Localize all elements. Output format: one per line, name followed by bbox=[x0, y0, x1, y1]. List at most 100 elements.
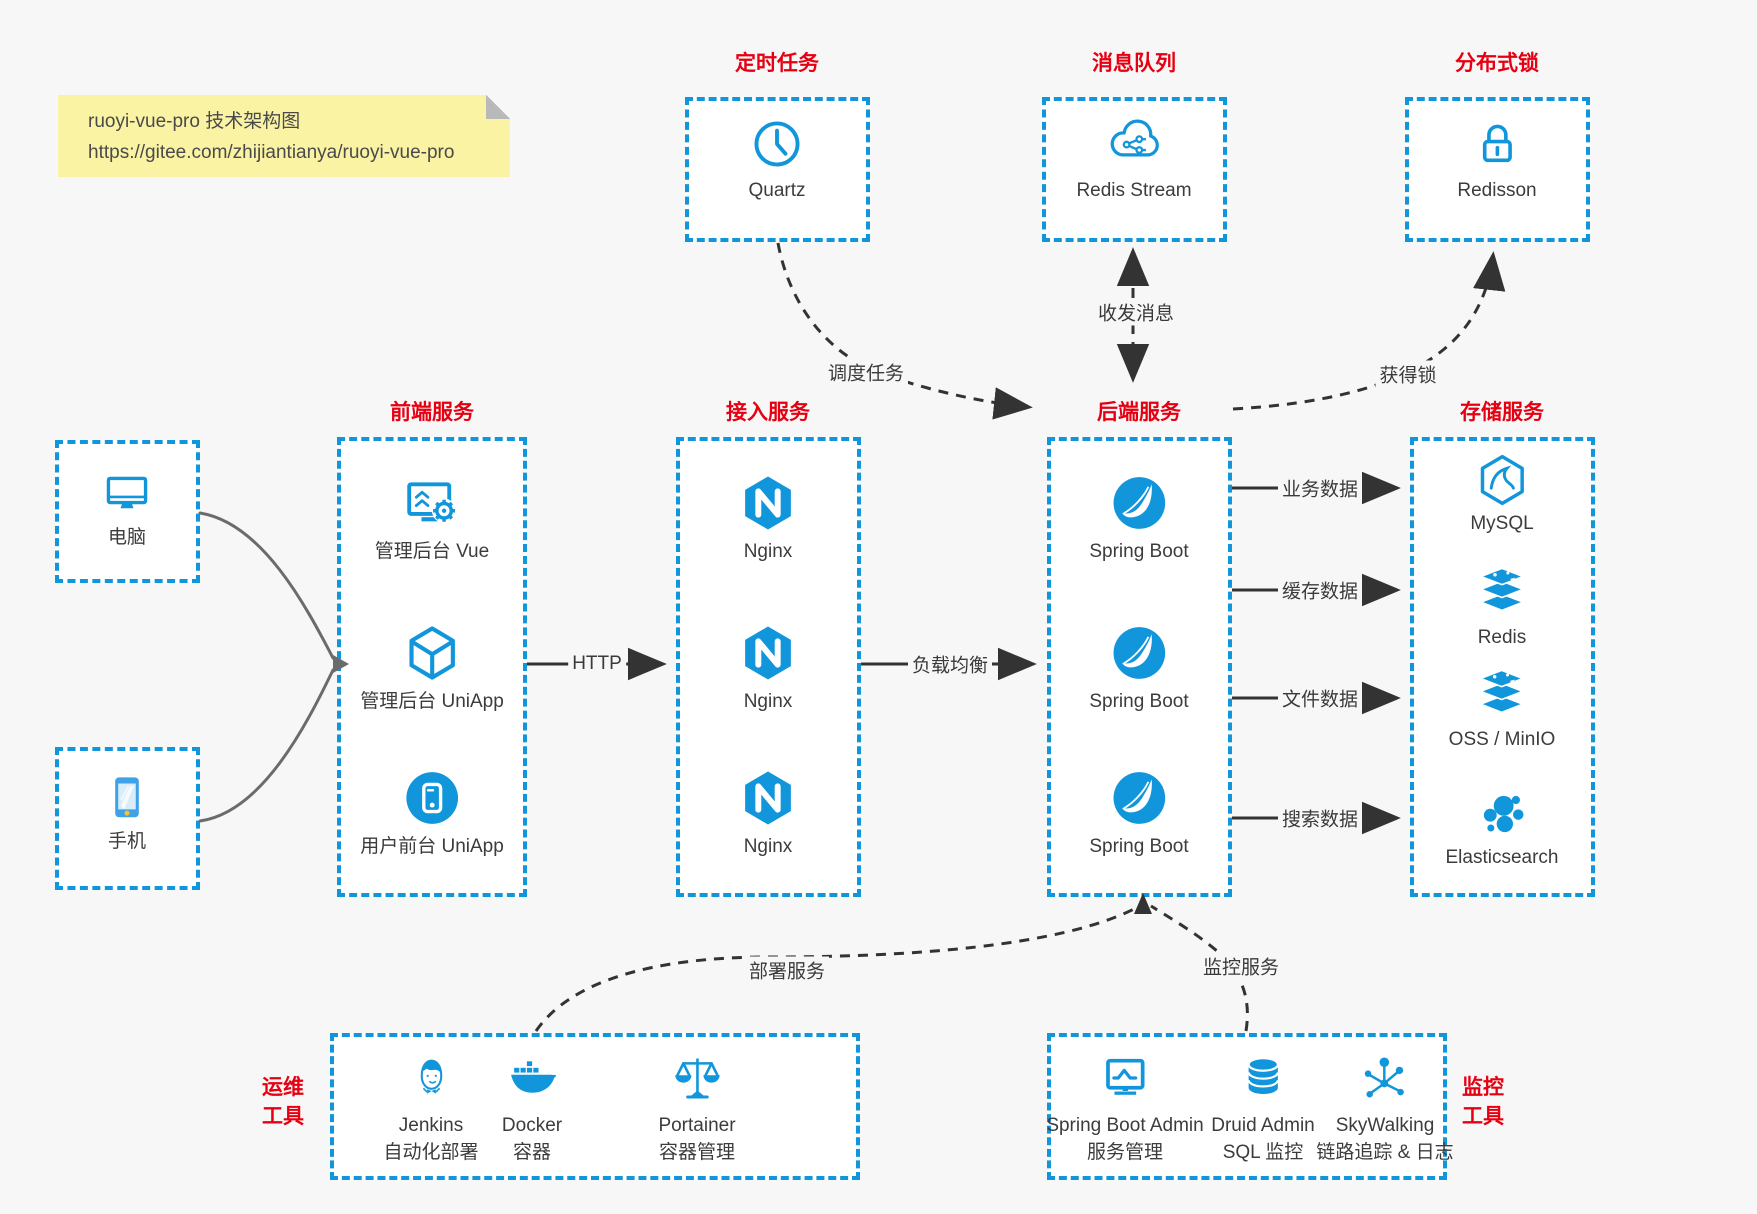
edge-label-deploy: 部署服务 bbox=[744, 956, 830, 984]
group-box-monitor-tools bbox=[1047, 1033, 1447, 1180]
database-icon bbox=[1247, 1057, 1279, 1095]
column-title-backend: 后端服务 bbox=[1097, 401, 1181, 424]
column-title-gateway: 接入服务 bbox=[726, 401, 810, 424]
item-label: OSS / MinIO bbox=[1448, 729, 1556, 750]
item-label: Nginx bbox=[743, 691, 793, 712]
item-admin-vue: 管理后台 Vue bbox=[375, 472, 489, 563]
item-springboot-2: Spring Boot bbox=[1089, 622, 1189, 713]
item-name: Spring Boot Admin bbox=[1046, 1115, 1204, 1136]
edge-label-cache-data: 缓存数据 bbox=[1277, 576, 1363, 604]
item-label: 电脑 bbox=[107, 527, 146, 548]
circle-phone-icon bbox=[406, 772, 458, 824]
computer-icon bbox=[106, 476, 148, 509]
item-pc: 电脑 bbox=[100, 466, 154, 549]
nginx-icon bbox=[745, 476, 791, 530]
elasticsearch-icon bbox=[1483, 795, 1523, 833]
item-desc: SQL 监控 bbox=[1222, 1142, 1304, 1163]
item-desc: 链路追踪 & 日志 bbox=[1316, 1142, 1454, 1163]
group-title-monitor-tools: 监控 工具 bbox=[1462, 1073, 1504, 1131]
item-label: Spring Boot bbox=[1089, 541, 1189, 562]
item-name: SkyWalking bbox=[1335, 1115, 1435, 1136]
edge-acquire-lock bbox=[1232, 251, 1506, 411]
item-mysql: MySQL bbox=[1470, 452, 1534, 535]
group-title-ops-tools: 运维 工具 bbox=[262, 1073, 304, 1131]
column-title-storage: 存储服务 bbox=[1460, 401, 1544, 424]
item-phone: 手机 bbox=[100, 770, 154, 853]
item-label: Nginx bbox=[743, 836, 793, 857]
item-label: Spring Boot bbox=[1089, 836, 1189, 857]
item-label: 管理后台 UniApp bbox=[360, 691, 504, 712]
group-box-scheduled-task bbox=[685, 97, 870, 242]
item-druid-admin: Druid Admin SQL 监控 bbox=[1211, 1052, 1315, 1165]
item-desc: 容器 bbox=[512, 1142, 551, 1163]
lock-icon bbox=[1482, 124, 1512, 163]
item-label: 手机 bbox=[107, 831, 146, 852]
mysql-icon bbox=[1480, 454, 1524, 506]
note-fold-corner bbox=[486, 95, 510, 119]
jenkins-icon bbox=[420, 1059, 442, 1094]
edge-label-http: HTTP bbox=[568, 653, 626, 675]
note-title: ruoyi-vue-pro 技术架构图 bbox=[88, 111, 301, 132]
edge-label-message: 收发消息 bbox=[1093, 298, 1179, 326]
sticky-note: ruoyi-vue-pro 技术架构图 https://gitee.com/zh… bbox=[58, 95, 510, 177]
item-quartz: Quartz bbox=[748, 115, 806, 202]
item-nginx-1: Nginx bbox=[737, 472, 799, 563]
edge-label-biz-data: 业务数据 bbox=[1277, 474, 1363, 502]
oss-stack-icon bbox=[1478, 669, 1526, 714]
item-user-uniapp: 用户前台 UniApp bbox=[360, 767, 504, 858]
item-desc: 自动化部署 bbox=[383, 1142, 479, 1163]
item-springboot-3: Spring Boot bbox=[1089, 767, 1189, 858]
item-jenkins: Jenkins 自动化部署 bbox=[383, 1052, 479, 1165]
item-label: Redis bbox=[1477, 627, 1527, 648]
edge-label-monitor: 监控服务 bbox=[1198, 952, 1284, 980]
cube-y-icon bbox=[409, 626, 455, 680]
item-label: MySQL bbox=[1470, 513, 1534, 534]
item-elasticsearch: Elasticsearch bbox=[1446, 786, 1559, 869]
item-skywalking: SkyWalking 链路追踪 & 日志 bbox=[1316, 1052, 1454, 1165]
spring-boot-icon bbox=[1113, 772, 1165, 824]
item-name: Jenkins bbox=[398, 1115, 464, 1136]
item-desc: 容器管理 bbox=[658, 1142, 736, 1163]
nginx-icon bbox=[745, 771, 791, 825]
item-redisson: Redisson bbox=[1457, 115, 1537, 202]
edge-label-load-balance: 负载均衡 bbox=[907, 650, 993, 678]
item-nginx-3: Nginx bbox=[737, 767, 799, 858]
group-title-line2: 工具 bbox=[262, 1105, 304, 1128]
docker-icon bbox=[511, 1061, 557, 1093]
redis-stack-icon bbox=[1478, 567, 1526, 612]
item-label: Redis Stream bbox=[1076, 180, 1192, 201]
edge-label-lock: 获得锁 bbox=[1375, 360, 1441, 388]
edge-label-search-data: 搜索数据 bbox=[1277, 804, 1363, 832]
item-name: Docker bbox=[501, 1115, 563, 1136]
group-box-ops-tools bbox=[330, 1033, 860, 1180]
item-name: Portainer bbox=[658, 1115, 736, 1136]
edge-label-file-data: 文件数据 bbox=[1277, 684, 1363, 712]
item-redis-stream: Redis Stream bbox=[1076, 115, 1192, 202]
item-label: Elasticsearch bbox=[1445, 847, 1559, 868]
item-springboot-1: Spring Boot bbox=[1089, 472, 1189, 563]
group-title-line1: 监控 bbox=[1462, 1076, 1504, 1099]
item-label: Quartz bbox=[748, 180, 806, 201]
nginx-icon bbox=[745, 626, 791, 680]
item-label: Redisson bbox=[1457, 180, 1537, 201]
group-title-line2: 工具 bbox=[1462, 1105, 1504, 1128]
client-box-phone bbox=[55, 747, 200, 890]
phone-icon bbox=[115, 777, 139, 818]
edge-deploy bbox=[534, 906, 1137, 1032]
item-label: Spring Boot bbox=[1089, 691, 1189, 712]
scales-icon bbox=[674, 1058, 720, 1099]
clock-icon bbox=[754, 121, 800, 167]
item-redis: Redis bbox=[1474, 566, 1530, 649]
edge-phone-to-frontend bbox=[198, 668, 335, 823]
note-url: https://gitee.com/zhijiantianya/ruoyi-vu… bbox=[88, 142, 455, 163]
item-label: 管理后台 Vue bbox=[374, 541, 490, 562]
item-name: Druid Admin bbox=[1211, 1115, 1315, 1136]
item-oss-minio: OSS / MinIO bbox=[1448, 668, 1556, 751]
edge-pc-to-frontend bbox=[198, 511, 335, 660]
monitor-chart-icon bbox=[1105, 1058, 1145, 1095]
item-admin-uniapp: 管理后台 UniApp bbox=[360, 622, 504, 713]
item-label: 用户前台 UniApp bbox=[360, 836, 504, 857]
item-nginx-2: Nginx bbox=[737, 622, 799, 713]
client-box-pc bbox=[55, 440, 200, 583]
item-desc: 服务管理 bbox=[1086, 1142, 1163, 1163]
